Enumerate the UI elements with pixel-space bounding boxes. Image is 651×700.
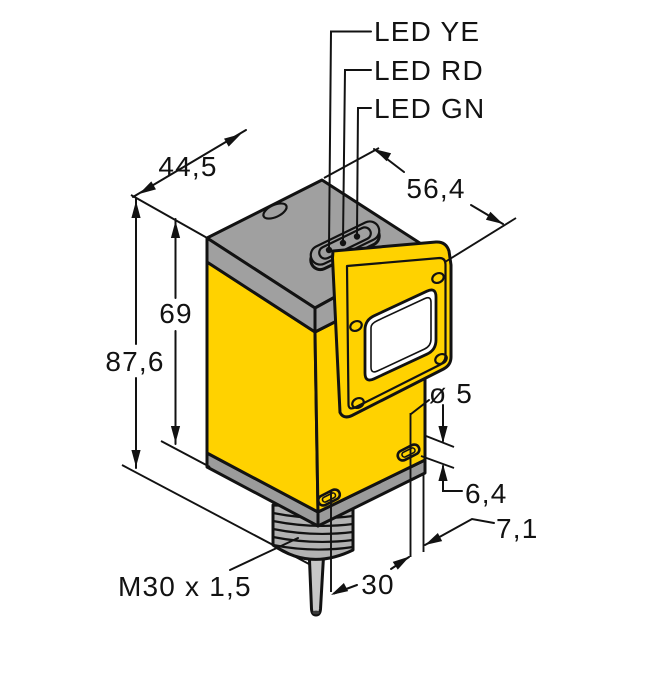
labels: LED YE LED RD LED GN 44,5 56,4 69 87,6 ø… — [105, 16, 539, 602]
label-led-yellow: LED YE — [374, 16, 480, 47]
bezel-screw — [351, 396, 365, 410]
lens-window — [363, 288, 438, 382]
dim-housing-height: 69 — [159, 298, 193, 329]
dimension-lines — [121, 129, 517, 595]
bezel-screw — [431, 271, 445, 285]
dim-top-edge-right: 56,4 — [406, 173, 465, 204]
cable-tip — [312, 610, 320, 615]
led-dot-red — [339, 239, 347, 247]
led-dot-green — [353, 233, 361, 240]
lens-bezel — [331, 240, 453, 419]
dim-overall-height: 87,6 — [105, 346, 164, 377]
led-dot-yellow — [325, 246, 333, 254]
label-led-red: LED RD — [374, 55, 484, 86]
dim-hole-diameter: ø 5 — [429, 378, 473, 409]
dim-base-thickness: 6,4 — [465, 478, 508, 509]
dim-hole-spacing: 30 — [361, 569, 395, 600]
dim-hole-edge-offset: 7,1 — [496, 513, 539, 544]
led-window — [309, 220, 381, 272]
cable — [307, 546, 326, 617]
dim-top-edge-left: 44,5 — [158, 151, 217, 182]
label-led-green: LED GN — [374, 93, 485, 124]
bezel-screw — [349, 319, 363, 333]
bezel-screw — [434, 352, 448, 366]
dim-thread-spec: M30 x 1,5 — [118, 571, 252, 602]
top-vent-hole — [262, 202, 288, 220]
sensor-body — [205, 178, 453, 617]
